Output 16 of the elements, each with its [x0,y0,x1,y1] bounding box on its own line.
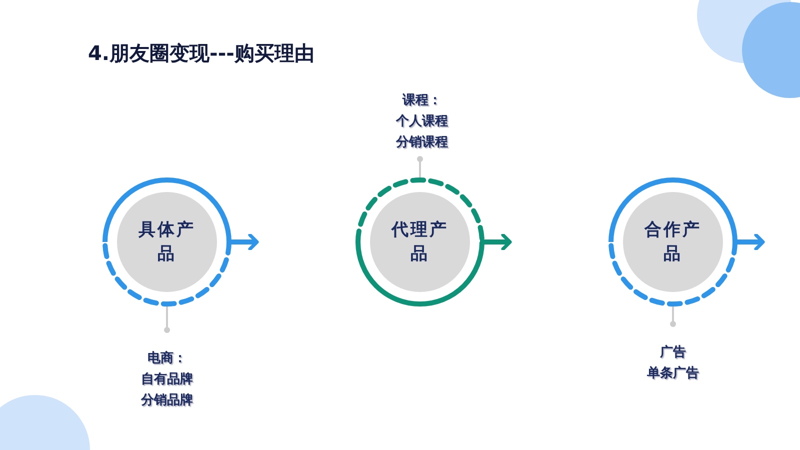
product-circle [105,180,229,304]
note-text: 自有品牌 [140,371,194,389]
note-text: 分销课程 [394,134,449,152]
circle-label: 代理产品 [390,219,450,266]
note-text: 单条广告 [646,364,700,383]
note-text: 电商： [146,350,188,368]
product-circle [611,180,735,304]
circle-label: 合作产品 [643,219,702,266]
note-text: 课程： [401,92,442,110]
arrow [480,233,512,251]
circle-label: 具体产品 [138,219,196,266]
note-text: 个人课程 [395,113,449,131]
note-text: 分销品牌 [140,392,194,410]
product-circle [358,180,482,304]
title: 4.朋友圈变现---购买理由 [88,40,314,67]
note-text: 广告 [659,344,687,362]
